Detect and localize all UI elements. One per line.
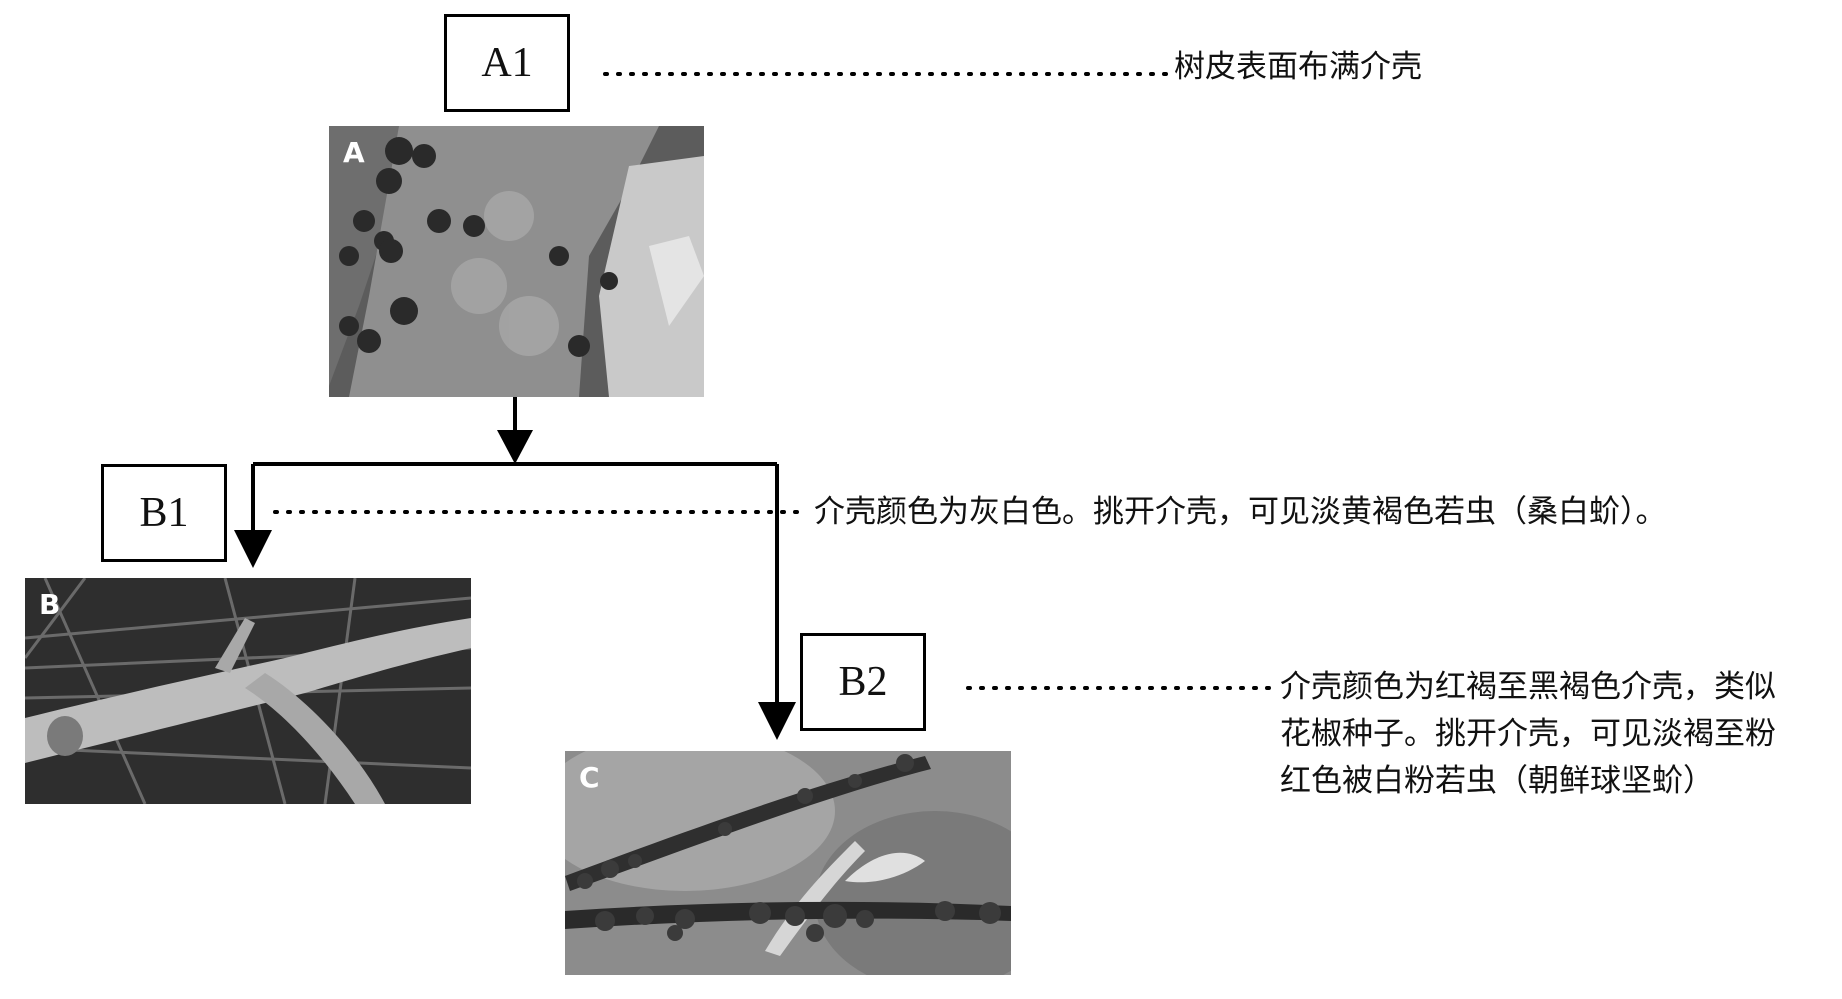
b2-note-line-1: 介壳颜色为红褐至黑褐色介壳，类似 <box>1280 669 1776 705</box>
photo-a-bark-scales: A <box>329 126 704 397</box>
trunk-arrowhead <box>497 430 533 464</box>
b2-label: B2 <box>838 659 888 705</box>
photo-b-letter: B <box>39 588 61 621</box>
b2-note-line-3: 红色被白粉若虫（朝鲜球坚蚧） <box>1280 763 1714 799</box>
branch-b2-arrowhead <box>758 702 796 740</box>
a1-note: 树皮表面布满介壳 <box>1174 49 1422 85</box>
b1-label: B1 <box>139 490 189 536</box>
b1-note: 介壳颜色为灰白色。挑开介壳，可见淡黄褐色若虫（桑白蚧）。 <box>814 494 1667 530</box>
a1-box: A1 <box>444 14 570 112</box>
photo-b-white-scale-branch: B <box>25 578 471 804</box>
photo-c-brown-scale-branch: C <box>565 751 1011 975</box>
a1-label: A1 <box>481 40 533 86</box>
b1-box: B1 <box>101 464 227 562</box>
photo-c-letter: C <box>579 761 600 794</box>
photo-a-letter: A <box>343 136 365 169</box>
branch-b1-arrowhead <box>234 530 272 568</box>
b2-box: B2 <box>800 633 926 731</box>
b2-note-line-2: 花椒种子。挑开介壳，可见淡褐至粉 <box>1280 716 1776 752</box>
